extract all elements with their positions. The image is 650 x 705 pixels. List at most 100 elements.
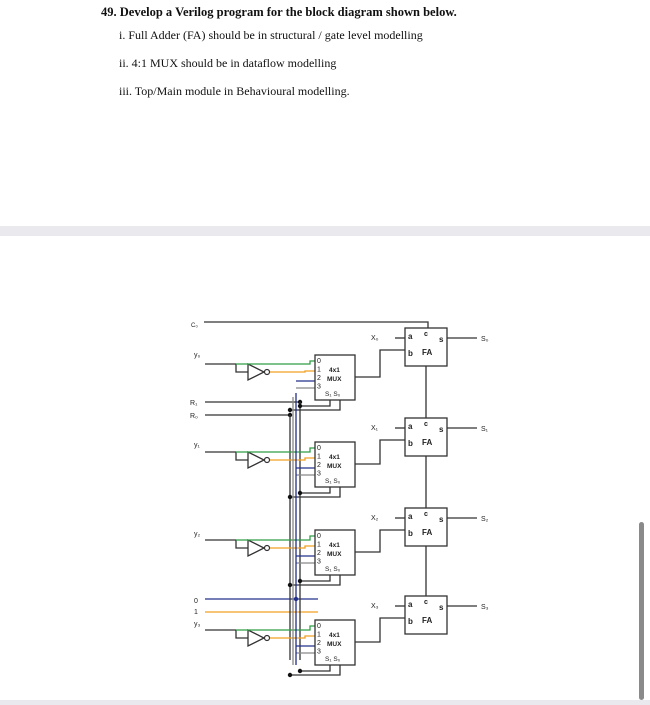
fa-label: FA	[422, 438, 432, 447]
question-card: 49. Develop a Verilog program for the bl…	[0, 0, 650, 226]
requirement-3: iii. Top/Main module in Behavioural mode…	[119, 84, 350, 98]
mux-label: 4x1	[329, 632, 340, 639]
mux-pin-label: 0	[317, 445, 321, 452]
inverter-gate	[247, 538, 266, 558]
sum-output-label: S₃	[481, 604, 489, 611]
fa-pin-a: a	[408, 512, 413, 521]
junction-dot	[287, 407, 293, 413]
mux-pin-label: 3	[317, 649, 321, 656]
junction-dot	[297, 490, 303, 496]
select-wire	[300, 487, 331, 494]
fa-pin-s: s	[439, 425, 444, 434]
mux-pin-label: 1	[317, 542, 321, 549]
x-input-label: X₁	[371, 425, 379, 432]
fa-pin-a: a	[408, 600, 413, 609]
scrollbar[interactable]	[639, 522, 644, 700]
mux-pin-label: 1	[317, 454, 321, 461]
y-input-wire	[235, 540, 248, 549]
mux-label: MUX	[327, 463, 342, 470]
junction-dot	[287, 672, 293, 678]
fa-pin-b: b	[408, 349, 413, 358]
fa-pin-a: a	[408, 332, 413, 341]
select-wire	[290, 575, 341, 586]
input-label-c0: C₀	[191, 323, 198, 329]
input-label-y0: y₀	[194, 352, 201, 359]
orange-wire	[270, 635, 315, 639]
mux-select-label: S₁ S₀	[325, 656, 341, 663]
junction-dot	[293, 596, 299, 602]
green-wire	[236, 360, 315, 365]
orange-wire	[270, 457, 315, 461]
mux-pin-label: 3	[317, 471, 321, 478]
x-input-label: X₂	[371, 515, 379, 522]
input-label-y2: y₂	[194, 531, 201, 538]
requirement-1: i. Full Adder (FA) should be in structur…	[119, 28, 423, 42]
select-wire	[290, 665, 341, 676]
green-wire	[236, 447, 315, 453]
full-adder-block	[404, 507, 448, 547]
inverter-bubble	[263, 368, 271, 376]
select-wire	[300, 575, 331, 582]
mux-label: 4x1	[329, 367, 340, 374]
mux-label: MUX	[327, 641, 342, 648]
mux-pin-label: 2	[317, 375, 321, 382]
orange-wire	[270, 545, 315, 549]
fa-pin-b: b	[408, 617, 413, 626]
select-wire	[290, 487, 341, 498]
mux-block	[314, 354, 356, 401]
mux-pin-label: 0	[317, 533, 321, 540]
input-label-y1: y₁	[194, 442, 201, 449]
orange-wire	[270, 370, 315, 373]
mux-select-label: S₁ S₀	[325, 566, 341, 573]
question-title: 49. Develop a Verilog program for the bl…	[101, 5, 457, 19]
mux-label: MUX	[327, 551, 342, 558]
inverter-gate	[247, 450, 266, 470]
junction-dot	[297, 578, 303, 584]
fa-pin-c: c	[424, 421, 428, 428]
fa-pin-b: b	[408, 439, 413, 448]
mux-label: 4x1	[329, 454, 340, 461]
fa-label: FA	[422, 528, 432, 537]
mux-pin-label: 2	[317, 550, 321, 557]
junction-dot	[297, 403, 303, 409]
green-wire	[236, 625, 315, 631]
input-label-one: 1	[194, 609, 198, 616]
mux-label: MUX	[327, 376, 342, 383]
input-label-r1: R₁	[190, 400, 198, 407]
mux-pin-label: 2	[317, 640, 321, 647]
mux-pin-label: 3	[317, 559, 321, 566]
mux-block	[314, 441, 356, 488]
y-input-wire	[235, 364, 248, 373]
fa-pin-a: a	[408, 422, 413, 431]
mux-pin-label: 3	[317, 384, 321, 391]
mux-label: 4x1	[329, 542, 340, 549]
mux-pin-label: 0	[317, 358, 321, 365]
input-label-y3: y₃	[194, 621, 201, 628]
full-adder-block	[404, 595, 448, 635]
sum-output-label: S₁	[481, 426, 489, 433]
sum-output-label: S₀	[481, 336, 489, 343]
fa-pin-s: s	[439, 515, 444, 524]
inverter-bubble	[263, 544, 271, 552]
fa-pin-s: s	[439, 335, 444, 344]
carry-in-wire	[204, 321, 429, 328]
mux-output-wire	[355, 349, 405, 378]
mux-pin-label: 1	[317, 632, 321, 639]
mux-output-wire	[355, 617, 405, 643]
mux-pin-label: 1	[317, 367, 321, 374]
junction-dot	[287, 494, 293, 500]
green-wire	[236, 535, 315, 541]
inverter-bubble	[263, 634, 271, 642]
input-label-r0: R₀	[190, 413, 198, 420]
y-input-wire	[235, 452, 248, 461]
fa-label: FA	[422, 616, 432, 625]
requirement-2: ii. 4:1 MUX should be in dataflow modell…	[119, 56, 337, 70]
junction-dot	[297, 668, 303, 674]
mux-output-wire	[355, 529, 405, 553]
mux-output-wire	[355, 439, 405, 465]
input-label-zero: 0	[194, 598, 198, 605]
mux-pin-label: 0	[317, 623, 321, 630]
select-wire	[300, 400, 331, 407]
